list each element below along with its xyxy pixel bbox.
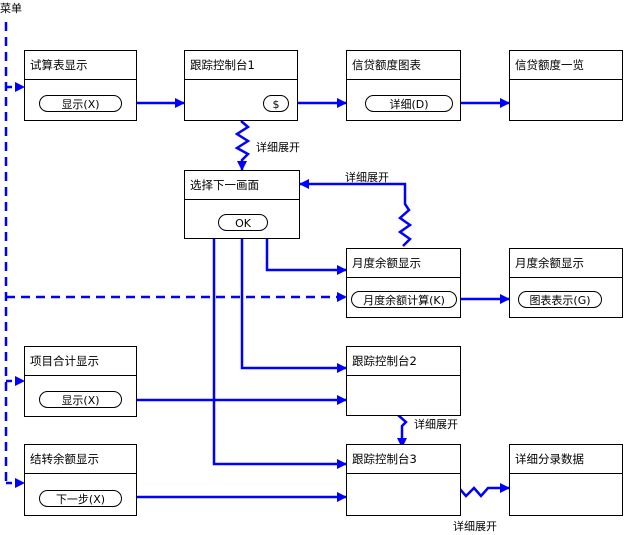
tracking-console-2-title: 跟踪控制台2 <box>347 347 460 376</box>
dollar-button[interactable]: $ <box>263 95 289 112</box>
tracking-console-1-title: 跟踪控制台1 <box>185 51 297 80</box>
monthly-balance-chart-title: 月度余额显示 <box>510 249 622 278</box>
item-total-display-button[interactable]: 显示(X) <box>39 391 122 408</box>
tracking-console-1-window: 跟踪控制台1 $ <box>184 50 298 121</box>
monthly-calc-button[interactable]: 月度余额计算(K) <box>351 291 457 308</box>
credit-list-window: 信贷额度一览 <box>509 50 623 121</box>
select-next-title: 选择下一画面 <box>185 171 299 200</box>
select-next-window: 选择下一画面 OK <box>184 170 300 239</box>
credit-list-title: 信贷额度一览 <box>510 51 622 80</box>
monthly-to-select-next-arrow <box>299 179 413 247</box>
drilldown-label-console2: 详细展开 <box>414 418 458 431</box>
tracking-console-3-title: 跟踪控制台3 <box>347 445 460 474</box>
monthly-balance-title: 月度余额显示 <box>347 249 460 278</box>
next-step-button[interactable]: 下一步(X) <box>39 490 122 507</box>
carryover-balance-window: 结转余额显示 下一步(X) <box>24 444 137 516</box>
credit-chart-window: 信贷额度图表 详细(D) <box>346 50 461 121</box>
carryover-balance-title: 结转余额显示 <box>25 445 136 474</box>
drilldown-label-console1: 详细展开 <box>256 141 300 154</box>
select-next-to-monthly-arrow <box>265 238 347 275</box>
trial-balance-display-button[interactable]: 显示(X) <box>39 95 122 112</box>
trial-balance-window: 试算表显示 显示(X) <box>24 50 137 121</box>
item-total-window: 项目合计显示 显示(X) <box>24 346 137 417</box>
details-button[interactable]: 详细(D) <box>365 95 453 112</box>
item-total-title: 项目合计显示 <box>25 347 136 376</box>
credit-chart-title: 信贷额度图表 <box>347 51 460 80</box>
tracking-console-2-window: 跟踪控制台2 <box>346 346 461 416</box>
menu-label: 菜单 <box>0 2 22 15</box>
select-next-to-console3-arrow <box>212 238 347 469</box>
detail-entries-window: 详细分录数据 <box>509 444 623 516</box>
chart-view-button[interactable]: 图表表示(G) <box>518 291 602 308</box>
drilldown-label-console3: 详细展开 <box>453 520 497 533</box>
trial-balance-title: 试算表显示 <box>25 51 136 80</box>
detail-entries-title: 详细分录数据 <box>510 445 622 474</box>
select-next-to-console2-arrow <box>240 238 347 373</box>
drilldown-label-monthly: 详细展开 <box>345 171 389 184</box>
monthly-balance-window: 月度余额显示 月度余额计算(K) <box>346 248 461 318</box>
tracking-console-3-window: 跟踪控制台3 <box>346 444 461 516</box>
console1-to-select-next-arrow <box>234 120 251 171</box>
monthly-balance-chart-window: 月度余额显示 图表表示(G) <box>509 248 623 318</box>
ok-button[interactable]: OK <box>218 214 268 231</box>
